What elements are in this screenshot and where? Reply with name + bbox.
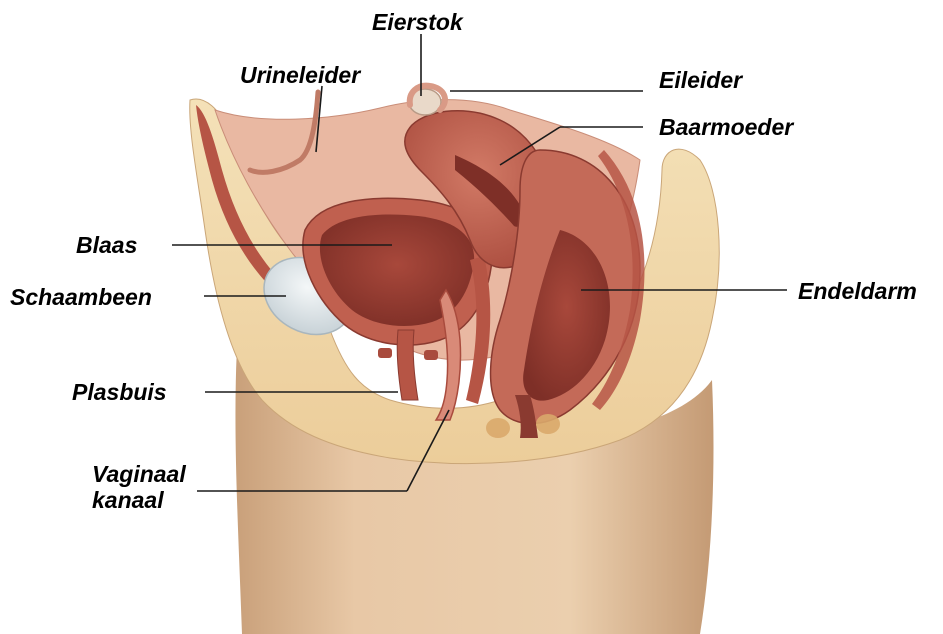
label-vaginaal-line2: kanaal	[92, 487, 186, 513]
fat-lobule-1	[486, 418, 510, 438]
label-plasbuis: Plasbuis	[72, 379, 167, 405]
urethra-sphincter-right	[424, 350, 438, 360]
label-endeldarm: Endeldarm	[798, 278, 917, 304]
label-vaginaal-kanaal: Vaginaal kanaal	[92, 461, 186, 513]
label-blaas: Blaas	[76, 232, 137, 258]
fat-lobule-2	[536, 414, 560, 434]
label-schaambeen: Schaambeen	[10, 284, 152, 310]
label-baarmoeder: Baarmoeder	[659, 114, 793, 140]
urethra-sphincter-left	[378, 348, 392, 358]
label-vaginaal-line1: Vaginaal	[92, 461, 186, 487]
label-urineleider: Urineleider	[240, 62, 360, 88]
label-eierstok: Eierstok	[372, 9, 463, 35]
label-eileider: Eileider	[659, 67, 742, 93]
